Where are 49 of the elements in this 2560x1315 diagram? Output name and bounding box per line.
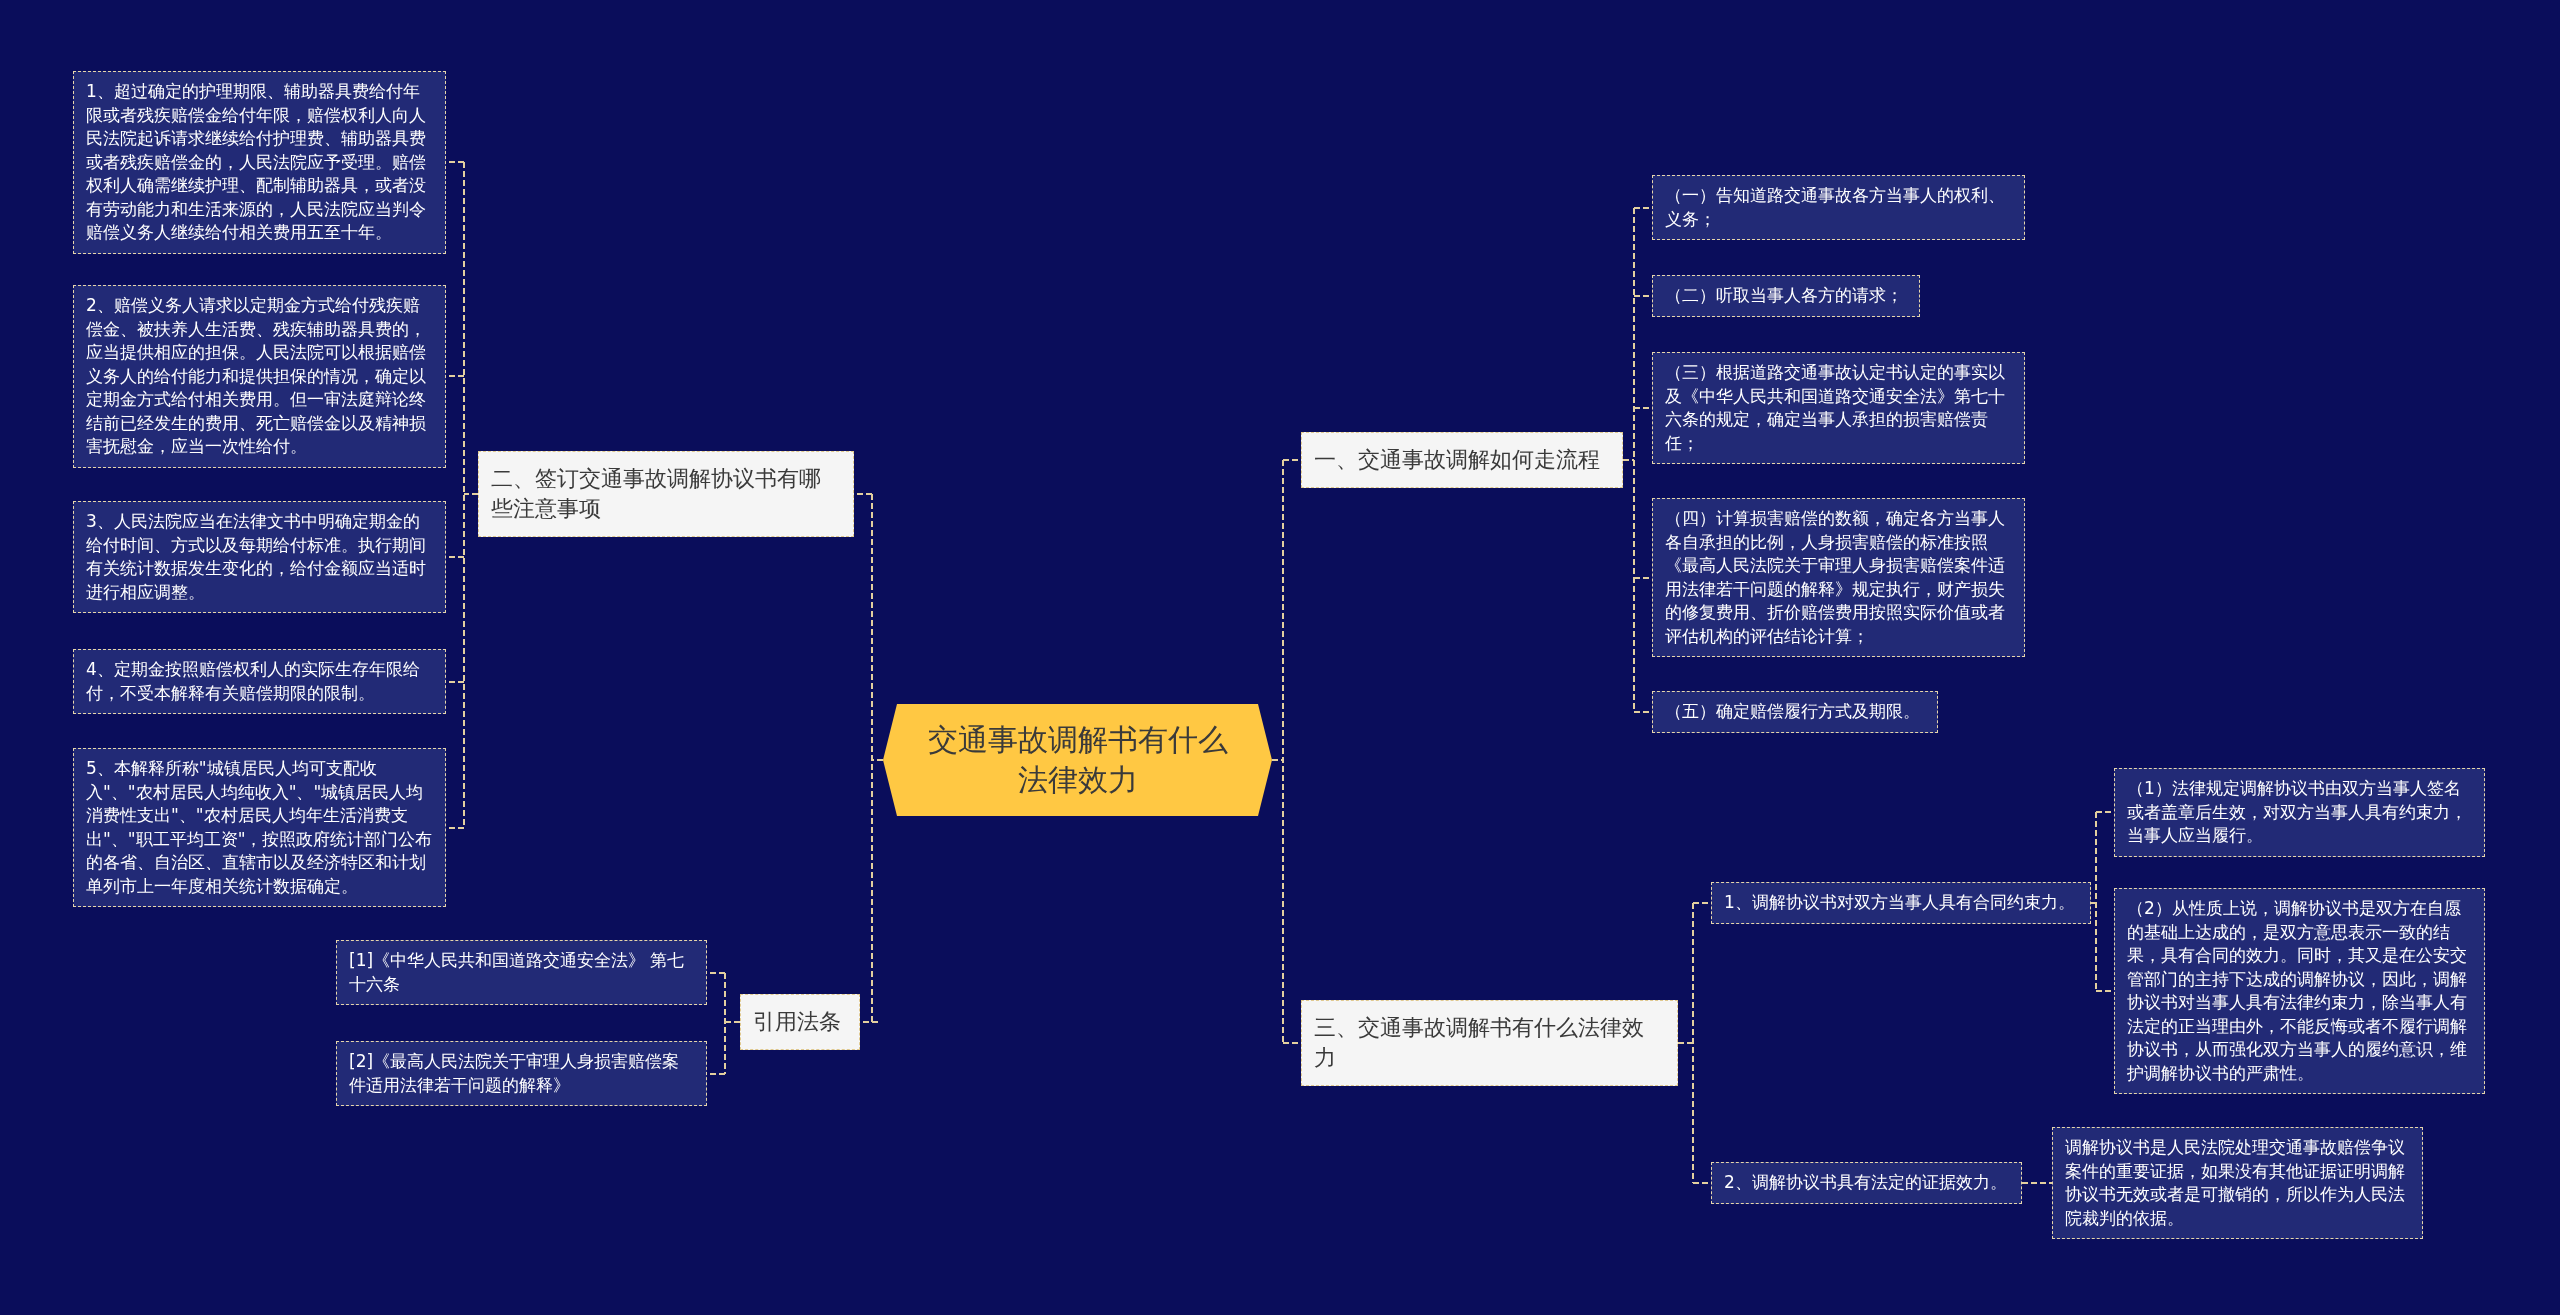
branch-text: 三、交通事故调解书有什么法律效力 xyxy=(1314,1014,1645,1072)
topic-text: 交通事故调解书有什么法律效力 xyxy=(926,721,1229,799)
note-text: （五）确定赔偿履行方式及期限。 xyxy=(1665,700,1921,723)
note-text: 调解协议书是人民法院处理交通事故赔偿争议案件的重要证据，如果没有其他证据证明调解协议书无效或者是可撤销的，所以作为人民法院裁判的依据。 xyxy=(2065,1136,2406,1230)
note-card xyxy=(1652,175,2025,240)
connector-line xyxy=(2021,1182,2053,1184)
note-card xyxy=(1652,498,2025,657)
note-card xyxy=(73,748,446,907)
note-text: 2、调解协议书具有法定的证据效力。 xyxy=(1724,1171,2008,1194)
branch-card xyxy=(740,994,860,1050)
connector-line xyxy=(871,493,884,1023)
note-card xyxy=(336,940,707,1005)
note-text: （三）根据道路交通事故认定书认定的事实以及《中华人民共和国道路交通安全法》第七十六条的规定，确定当事人承担的损害赔偿责任； xyxy=(1665,361,2006,455)
note-card xyxy=(1652,352,2025,464)
note-text: （2）从性质上说，调解协议书是双方在自愿的基础上达成的，是双方意思表示一致的结果，具有合同的效力。同时，其又是在公安交管部门的主持下达成的调解协议，因此，调解协议书对当事人具有法律约束力，除当事人有法定的正当理由外，不能反悔或者不履行调解协议书，从而强化双方当事人的履约意识，维护调解协议书的严肃性。 xyxy=(2127,897,2468,1085)
note-text: 4、定期金按照赔偿权利人的实际生存年限给付，不受本解释有关赔偿期限的限制。 xyxy=(86,658,421,705)
note-card xyxy=(1711,1162,2022,1204)
note-text: （1）法律规定调解协议书由双方当事人签名或者盖章后生效，对双方当事人具有约束力，当事人应当履行。 xyxy=(2127,777,2468,847)
note-card xyxy=(73,501,446,613)
note-card xyxy=(336,1041,707,1106)
note-text: （一）告知道路交通事故各方当事人的权利、义务； xyxy=(1665,184,2006,231)
note-text: 2、赔偿义务人请求以定期金方式给付残疾赔偿金、被扶养人生活费、残疾辅助器具费的，应当提供相应的担保。人民法院可以根据赔偿义务人的给付能力和提供担保的情况，确定以定期金方式给付相关费用。但一审法庭辩论终结前已经发生的费用、死亡赔偿金以及精神损害抚慰金，应当一次性给付。 xyxy=(86,294,427,458)
connector-line xyxy=(2090,811,2097,992)
branch-card xyxy=(1301,1000,1678,1086)
connector-line xyxy=(1677,902,1694,1184)
note-card xyxy=(73,649,446,714)
branch-text: 二、签订交通事故调解协议书有哪些注意事项 xyxy=(491,465,822,523)
note-text: 1、超过确定的护理期限、辅助器具费给付年限或者残疾赔偿金给付年限，赔偿权利人向人民法院起诉请求继续给付护理费、辅助器具费或者残疾赔偿金的，人民法院应予受理。赔偿权利人确需继续护理、配制辅助器具，或者没有劳动能力和生活来源的，人民法院应当判令赔偿义务人继续给付相关费用五至十年。 xyxy=(86,80,427,244)
note-card xyxy=(2114,768,2485,857)
branch-card xyxy=(478,451,854,537)
note-card xyxy=(2114,888,2485,1094)
branch-text: 一、交通事故调解如何走流程 xyxy=(1314,446,1601,474)
note-card xyxy=(1652,275,1920,317)
note-card xyxy=(1711,882,2091,924)
connector-line xyxy=(724,972,741,1075)
note-text: 3、人民法院应当在法律文书中明确定期金的给付时间、方式以及每期给付标准。执行期间有关统计数据发生变化的，给付金额应当适时进行相应调整。 xyxy=(86,510,427,604)
note-text: 5、本解释所称"城镇居民人均可支配收入"、"农村居民人均纯收入"、"城镇居民人均消费性支出"、"农村居民人均年生活消费支出"、"职工平均工资"，按照政府统计部门公布的各省、自治区、直辖市以及经济特区和计划单列市上一年度相关统计数据确定。 xyxy=(86,757,433,898)
note-card xyxy=(73,71,446,254)
note-text: 1、调解协议书对双方当事人具有合同约束力。 xyxy=(1724,891,2076,914)
connector-line xyxy=(1271,459,1284,1044)
note-card xyxy=(73,285,446,468)
branch-text: 引用法条 xyxy=(753,1008,842,1036)
note-text: （二）听取当事人各方的请求； xyxy=(1665,284,1904,307)
note-card xyxy=(1652,691,1938,733)
note-card xyxy=(2052,1127,2423,1239)
note-text: （四）计算损害赔偿的数额，确定各方当事人各自承担的比例，人身损害赔偿的标准按照《最高人民法院关于审理人身损害赔偿案件适用法律若干问题的解释》规定执行，财产损失的修复费用、折价赔偿费用按照实际价值或者评估机构的评估结论计算； xyxy=(1665,507,2006,648)
branch-card xyxy=(1301,432,1623,488)
note-text: [2]《最高人民法院关于审理人身损害赔偿案件适用法律若干问题的解释》 xyxy=(349,1050,681,1097)
note-text: [1]《中华人民共和国道路交通安全法》 第七十六条 xyxy=(349,949,686,996)
